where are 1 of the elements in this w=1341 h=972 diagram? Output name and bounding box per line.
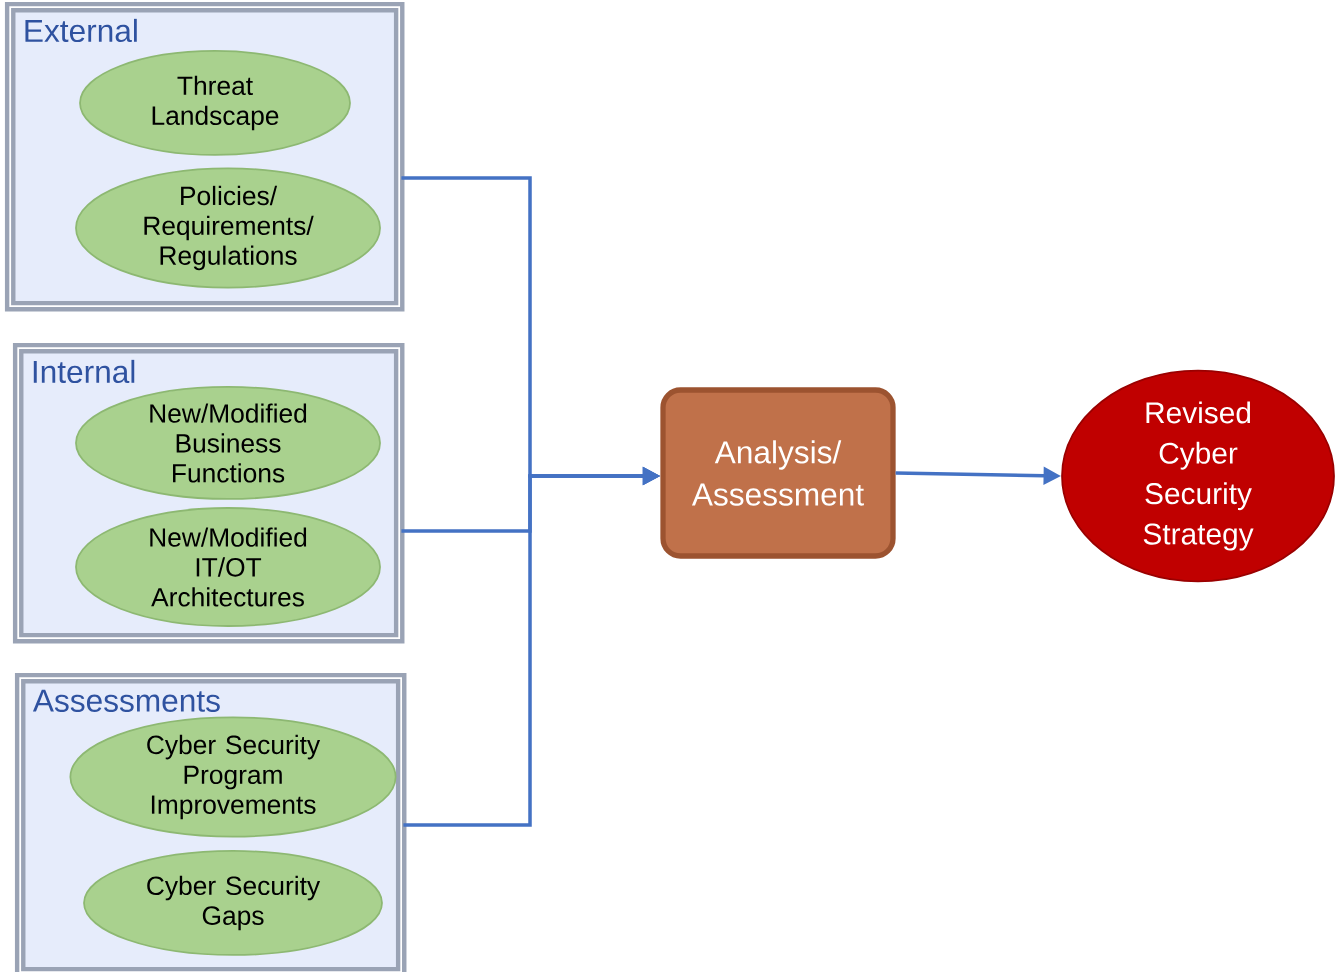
process-box: Analysis/ Assessment [660, 387, 896, 559]
